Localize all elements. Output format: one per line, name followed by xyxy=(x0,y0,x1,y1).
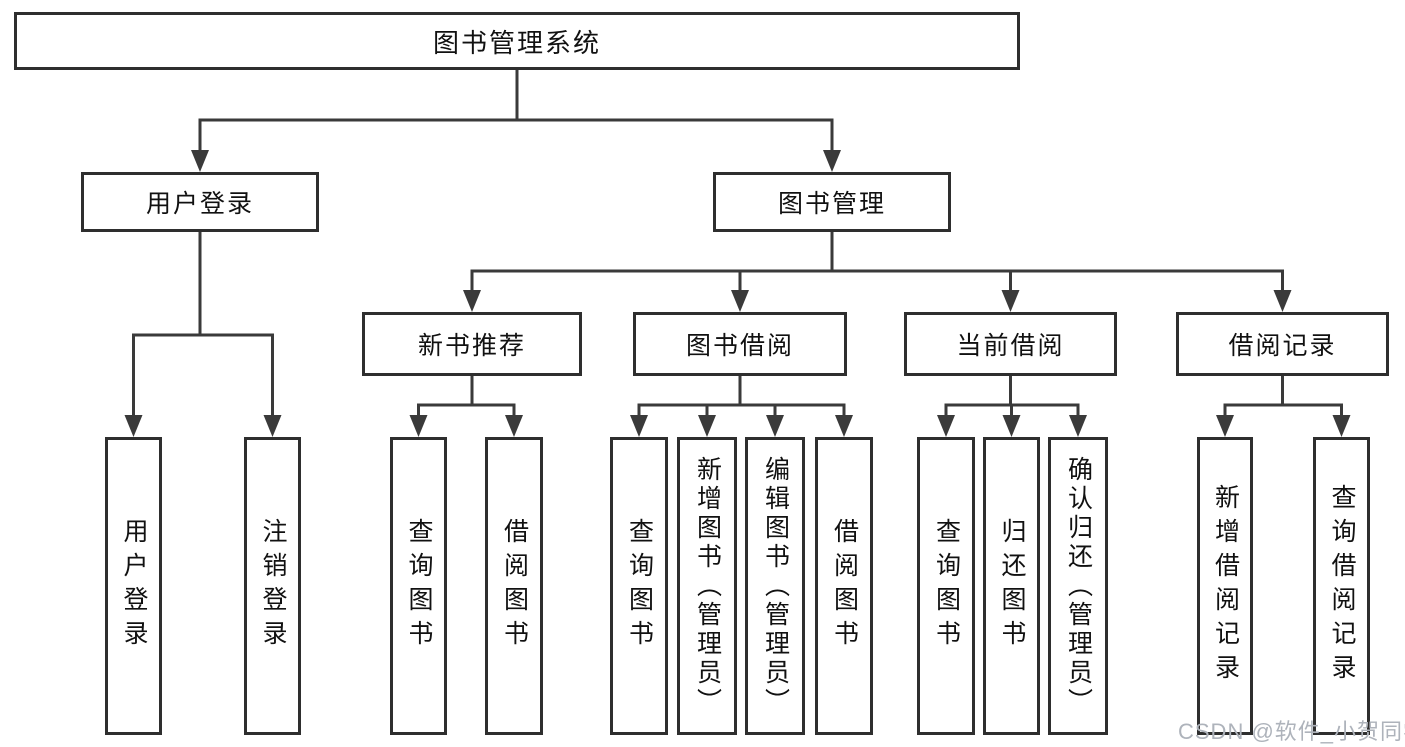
node-leaf-logout: 注销登录 xyxy=(244,437,301,735)
node-label: 确认归还（管理员） xyxy=(1064,455,1093,717)
arrow-down-icon xyxy=(409,415,428,437)
edge-root-to-level2 xyxy=(198,70,834,158)
node-book-borrowing: 图书借阅 xyxy=(633,312,847,376)
node-label: 借阅图书 xyxy=(500,518,529,654)
node-borrowing-records: 借阅记录 xyxy=(1176,312,1389,376)
watermark: CSDN @软件_小贺同学 xyxy=(1178,719,1405,744)
edge-current-borrow-to-leaves xyxy=(944,376,1080,423)
node-label: 新增借阅记录 xyxy=(1211,484,1240,688)
node-leaf-edit-books-admin: 编辑图书（管理员） xyxy=(745,437,805,735)
node-leaf-borrow-books-2: 借阅图书 xyxy=(815,437,873,735)
node-leaf-query-borrow-record: 查询借阅记录 xyxy=(1313,437,1370,735)
arrow-down-icon xyxy=(1332,415,1351,437)
node-leaf-confirm-return-admin: 确认归还（管理员） xyxy=(1048,437,1108,735)
arrow-down-icon xyxy=(191,150,209,172)
arrow-down-icon xyxy=(505,415,523,437)
edge-borrow-records-to-leaves xyxy=(1223,376,1343,423)
node-user-login: 用户登录 xyxy=(81,172,319,232)
node-leaf-return-books: 归还图书 xyxy=(983,437,1040,735)
arrow-down-icon xyxy=(1001,290,1020,312)
node-leaf-query-books-3: 查询图书 xyxy=(917,437,975,735)
node-book-management: 图书管理 xyxy=(713,172,951,232)
node-label: 查询图书 xyxy=(932,518,961,654)
arrow-down-icon xyxy=(1216,415,1234,437)
arrow-down-icon xyxy=(1273,290,1292,312)
node-library-management-system: 图书管理系统 xyxy=(14,12,1020,70)
edge-new-book-to-leaves xyxy=(417,376,516,423)
edge-book-borrow-to-leaves xyxy=(637,376,846,423)
edge-book-mgmt-to-level3 xyxy=(470,232,1284,298)
node-leaf-borrow-books-1: 借阅图书 xyxy=(485,437,543,735)
node-label: 新书推荐 xyxy=(417,332,526,360)
arrow-down-icon xyxy=(1069,415,1087,437)
arrow-down-icon xyxy=(731,290,749,312)
node-label: 查询图书 xyxy=(405,518,433,654)
node-leaf-add-books-admin: 新增图书（管理员） xyxy=(677,437,737,735)
arrow-down-icon xyxy=(124,415,143,437)
arrow-down-icon xyxy=(263,415,282,437)
node-leaf-query-books-1: 查询图书 xyxy=(390,437,447,735)
node-label: 新增图书（管理员） xyxy=(693,455,722,717)
arrow-down-icon xyxy=(463,290,481,312)
arrowheads xyxy=(124,150,1351,437)
node-label: 图书管理系统 xyxy=(432,27,601,58)
node-leaf-user-login: 用户登录 xyxy=(105,437,162,735)
node-current-borrowing: 当前借阅 xyxy=(904,312,1117,376)
node-label: 图书管理 xyxy=(777,190,886,218)
arrow-down-icon xyxy=(630,415,648,437)
arrow-down-icon xyxy=(835,415,853,437)
node-leaf-query-books-2: 查询图书 xyxy=(610,437,668,735)
node-label: 查询图书 xyxy=(625,518,654,654)
node-label: 编辑图书（管理员） xyxy=(761,455,790,717)
arrow-down-icon xyxy=(766,415,784,437)
node-leaf-add-borrow-record: 新增借阅记录 xyxy=(1197,437,1253,735)
node-label: 借阅图书 xyxy=(830,518,859,654)
connector-lines xyxy=(132,70,1343,423)
node-label: 当前借阅 xyxy=(956,332,1065,360)
arrow-down-icon xyxy=(937,415,955,437)
node-label: 注销登录 xyxy=(259,518,287,654)
node-label: 用户登录 xyxy=(145,190,254,218)
node-new-book-recommendation: 新书推荐 xyxy=(362,312,582,376)
node-label: 查询借阅记录 xyxy=(1328,484,1356,688)
node-label: 借阅记录 xyxy=(1228,332,1337,360)
arrow-down-icon xyxy=(1002,415,1021,437)
node-label: 归还图书 xyxy=(998,518,1026,654)
edge-user-login-to-leaves xyxy=(132,232,274,423)
node-label: 图书借阅 xyxy=(685,332,794,360)
arrow-down-icon xyxy=(823,150,841,172)
arrow-down-icon xyxy=(698,415,716,437)
node-label: 用户登录 xyxy=(120,518,148,654)
